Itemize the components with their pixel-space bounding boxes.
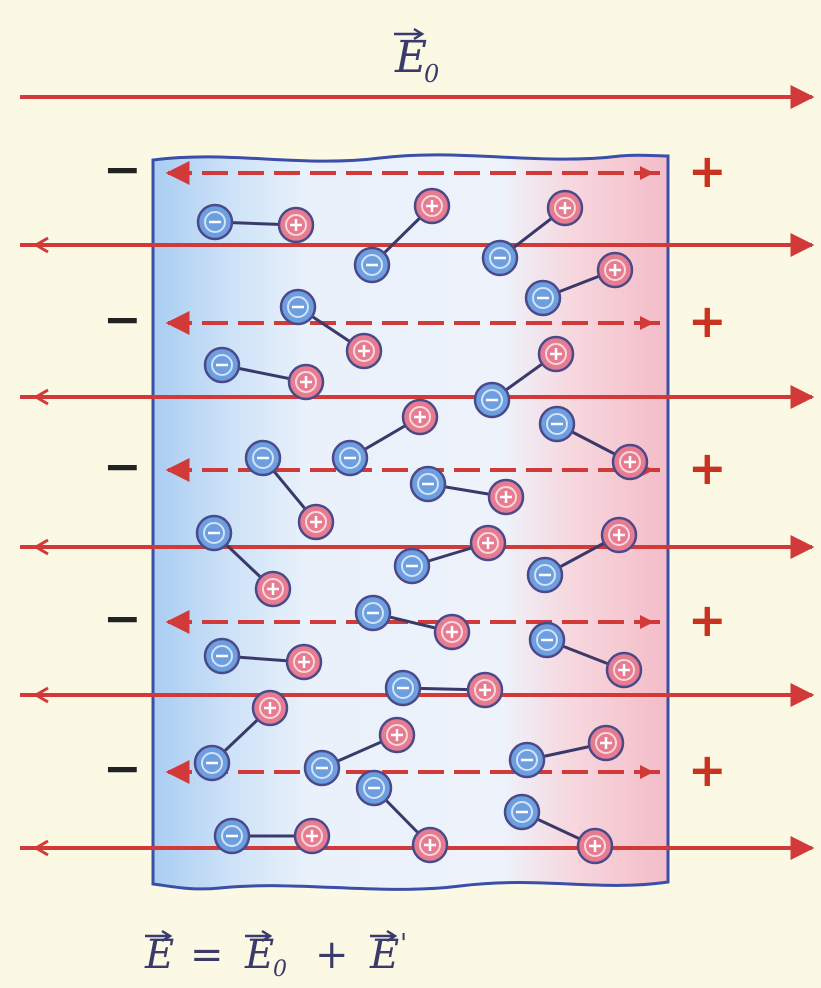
surface-charges: − + − + − + − + − +	[103, 142, 727, 797]
field-line-tail-arrow	[33, 686, 49, 704]
svg-text:+: +	[315, 932, 349, 978]
dipoles	[193, 187, 649, 865]
surface-charge-negative: −	[103, 292, 142, 346]
svg-text:': '	[400, 929, 407, 959]
svg-text:E: E	[369, 932, 399, 978]
svg-text:E: E	[144, 932, 174, 978]
surface-charge-positive: +	[688, 441, 727, 495]
svg-text:0: 0	[273, 957, 287, 982]
external-field-label: E 0	[394, 27, 439, 88]
surface-charge-negative: −	[103, 591, 142, 645]
induced-field-line-right-arrow	[640, 765, 654, 779]
svg-text:0: 0	[424, 60, 439, 88]
surface-charge-positive: +	[688, 743, 727, 797]
induced-field-line-right-arrow	[640, 316, 654, 330]
induced-field-line-right-arrow	[640, 166, 654, 180]
svg-text:E: E	[394, 32, 427, 83]
svg-text:=: =	[190, 932, 224, 978]
surface-charge-positive: +	[688, 144, 727, 198]
svg-text:E: E	[244, 932, 274, 978]
surface-charge-positive: +	[688, 593, 727, 647]
field-line-tail-arrow	[33, 236, 49, 254]
field-line-tail-arrow	[33, 538, 49, 556]
induced-field-line-right-arrow	[640, 615, 654, 629]
field-line-tail-arrow	[33, 388, 49, 406]
surface-charge-negative: −	[103, 142, 142, 196]
dielectric-slab	[151, 153, 670, 891]
surface-charge-positive: +	[688, 294, 727, 348]
surface-charge-negative: −	[103, 439, 142, 493]
surface-charge-negative: −	[103, 741, 142, 795]
superposition-formula: E = E 0 + E '	[144, 929, 407, 982]
field-line-tail-arrow	[33, 839, 49, 857]
